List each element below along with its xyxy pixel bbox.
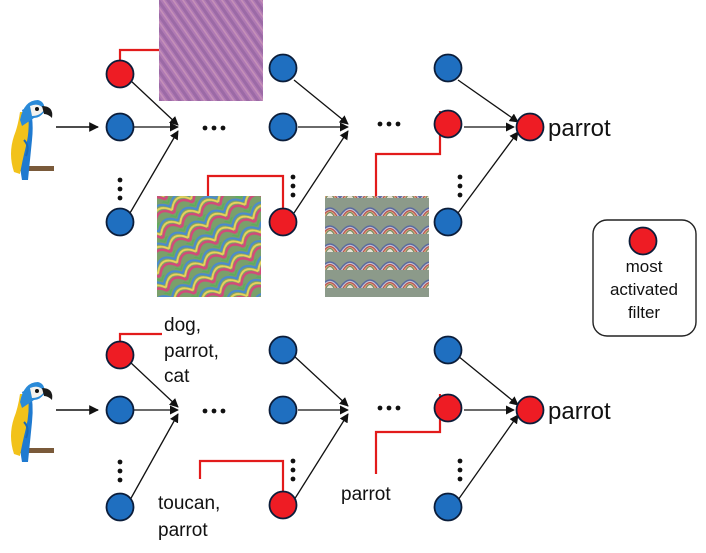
label-layer1-line2: parrot, <box>164 341 219 362</box>
bottom-edges-layer1 <box>129 361 179 501</box>
bottom-l1-neuron <box>105 395 135 425</box>
label-layer1-line3: cat <box>164 366 190 387</box>
rainbow-scale-pattern-icon <box>157 196 261 297</box>
feather-pattern-icon <box>325 196 429 297</box>
top-l3-neuron <box>433 53 463 83</box>
bottom-layer3-label: parrot <box>341 484 391 505</box>
bottom-l1-neuron <box>105 492 135 522</box>
top-l2-neuron-active <box>268 207 298 237</box>
label-layer1-line1: dog, <box>164 315 201 336</box>
top-l3-neuron-active <box>433 109 463 139</box>
pink-diagonal-texture-icon <box>159 0 263 101</box>
bottom-hdots-1 <box>202 408 226 414</box>
label-layer3-line1: parrot <box>341 484 391 505</box>
top-edges-layer3 <box>457 79 519 214</box>
legend-line-1: most <box>626 257 663 276</box>
label-layer2-line2: parrot <box>158 520 208 541</box>
top-l2-neuron <box>268 53 298 83</box>
bottom-hdots-2 <box>377 405 401 411</box>
bottom-layer2-label: toucan, parrot <box>158 493 220 541</box>
top-edges-layer1 <box>129 79 179 214</box>
label-layer2-line1: toucan, <box>158 493 220 514</box>
bottom-l2-neuron <box>268 335 298 365</box>
top-l1-neuron <box>105 207 135 237</box>
legend-line-3: filter <box>628 303 660 322</box>
bottom-vdots <box>117 458 463 483</box>
top-l1-neuron <box>105 112 135 142</box>
legend: most activated filter <box>592 219 697 337</box>
top-vdots <box>117 174 463 201</box>
top-l2-neuron <box>268 112 298 142</box>
top-l1-neuron-active <box>105 59 135 89</box>
bottom-l2-neuron-active <box>268 490 298 520</box>
red-neuron-icon <box>628 226 658 256</box>
legend-line-2: activated <box>610 280 678 299</box>
top-output-label: parrot <box>548 115 611 142</box>
bottom-l2-neuron <box>268 395 298 425</box>
legend-box <box>592 219 697 337</box>
bottom-layer1-label: dog, parrot, cat <box>164 315 219 387</box>
bottom-l3-neuron <box>433 492 463 522</box>
bottom-input-parrot-image <box>10 381 55 463</box>
bottom-edges-layer3 <box>457 355 519 501</box>
bottom-l3-neuron <box>433 335 463 365</box>
bottom-l1-neuron-active <box>105 340 135 370</box>
bottom-network: dog, parrot, cat toucan, parrot parrot p… <box>10 315 611 541</box>
top-input-parrot-image <box>10 99 55 181</box>
top-l3-neuron <box>433 207 463 237</box>
bottom-output-neuron <box>515 395 545 425</box>
top-hdots-2 <box>377 121 401 127</box>
bottom-output-label: parrot <box>548 398 611 425</box>
top-output-neuron <box>515 112 545 142</box>
bottom-l3-neuron-active <box>433 393 463 423</box>
top-edges-layer2 <box>293 79 349 214</box>
top-hdots-1 <box>202 125 226 131</box>
top-network: parrot <box>10 0 611 297</box>
bottom-edges-layer2 <box>293 355 349 501</box>
